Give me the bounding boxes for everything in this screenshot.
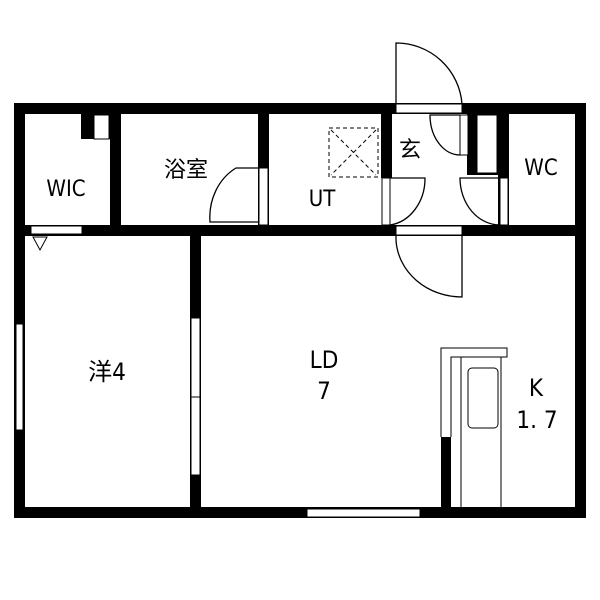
room-label-western: 洋4 (88, 358, 126, 386)
ld-door (395, 236, 463, 298)
walls (14, 103, 586, 518)
room-label-kitchen: K (529, 374, 544, 402)
doors (209, 42, 501, 298)
entrance-door (395, 42, 463, 105)
room-label-ut: UT (309, 187, 336, 212)
ut-door (389, 177, 426, 226)
room-label-wic: WIC (46, 177, 85, 202)
bath-door (209, 167, 258, 223)
storage-marker-icon (32, 236, 48, 252)
openings (15, 103, 509, 518)
room-size-kitchen: 1. 7 (516, 406, 557, 434)
room-label-wc: WC (524, 156, 557, 181)
wc-door (459, 177, 501, 226)
room-size-ld: 7 (317, 377, 331, 405)
room-label-bath: 浴室 (164, 158, 208, 183)
room-label-ld: LD (310, 346, 339, 374)
washer-space-icon (328, 127, 379, 178)
closet-door (429, 114, 461, 156)
kitchen-unit (440, 347, 508, 509)
room-label-entrance: 玄 (399, 138, 421, 163)
